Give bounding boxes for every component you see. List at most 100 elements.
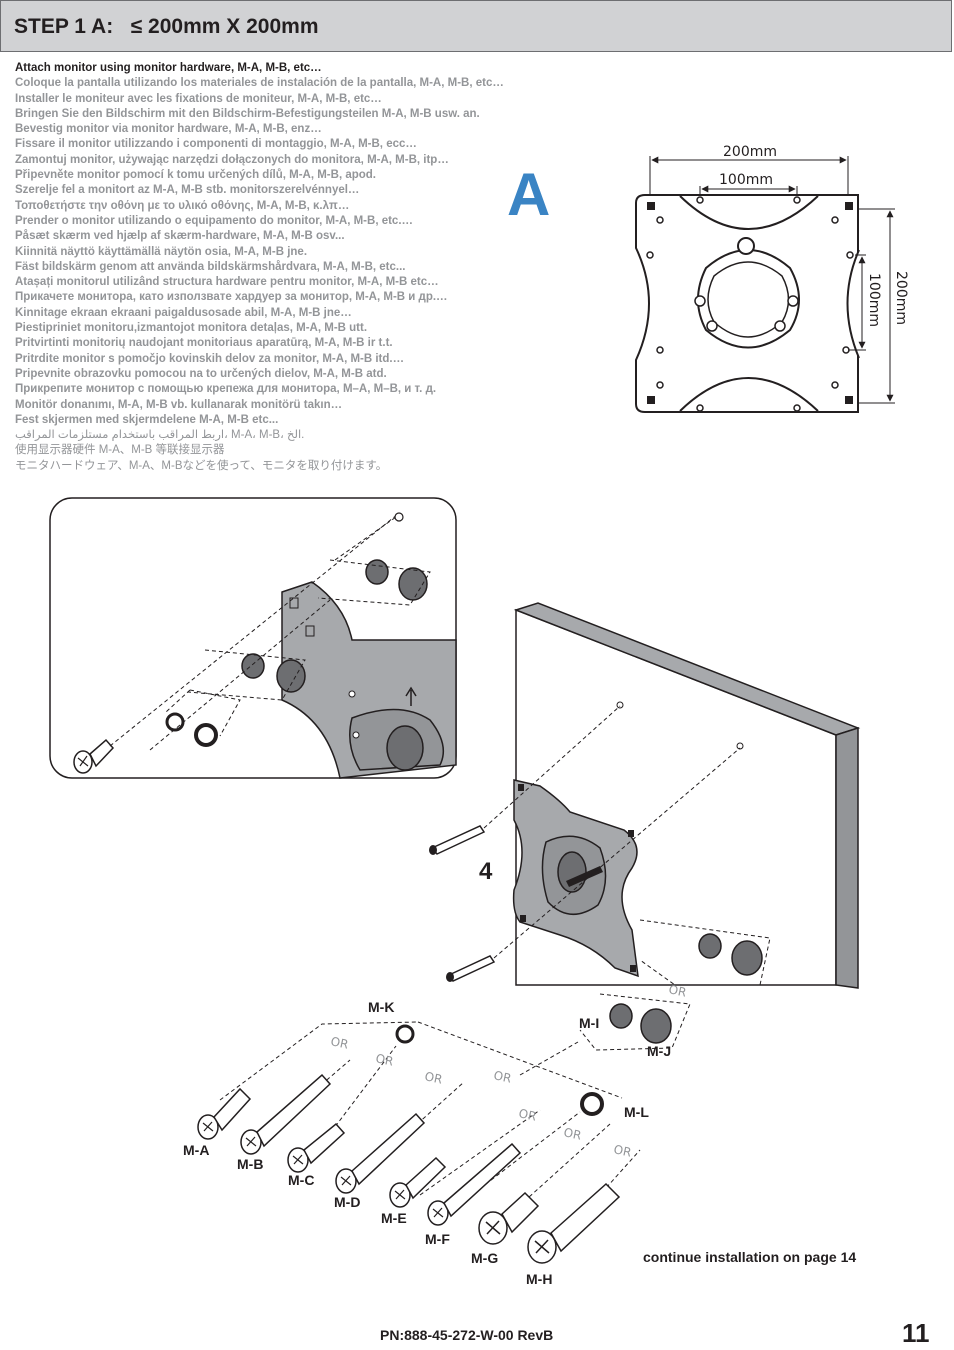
label-mi: M-I bbox=[579, 1015, 600, 1031]
continue-note: continue installation on page 14 bbox=[643, 1249, 857, 1265]
screw-mc bbox=[287, 1122, 346, 1173]
vesa-plate-diagram: 200mm 100mm 200mm 100mm bbox=[635, 144, 909, 413]
inset-washer bbox=[165, 712, 185, 732]
plate-small-holes bbox=[646, 196, 854, 412]
or-label: OR bbox=[423, 1069, 443, 1086]
plate-slot bbox=[845, 202, 853, 210]
plate-hole bbox=[787, 295, 799, 307]
label-mb: M-B bbox=[237, 1156, 264, 1172]
instruction-list: Attach monitor using monitor hardware, M… bbox=[15, 61, 575, 474]
inset-up-arrow bbox=[405, 686, 417, 706]
inset-small-hole bbox=[352, 731, 360, 739]
screw-mf bbox=[427, 1142, 522, 1226]
assembly-screw-head bbox=[429, 845, 437, 855]
step-number: 4 bbox=[479, 858, 493, 885]
instruction-line: Pritrdite monitor s pomočjo kovinskih de… bbox=[15, 352, 405, 365]
step-header: STEP 1 A: ≤ 200mm X 200mm bbox=[0, 0, 952, 52]
inset-screw bbox=[73, 738, 115, 774]
assembly-screw bbox=[566, 866, 603, 887]
inset-small-hole bbox=[348, 690, 356, 698]
plate-hole bbox=[774, 320, 786, 332]
mount-plate-slots bbox=[518, 784, 636, 972]
inset-spacers bbox=[241, 559, 428, 693]
instruction-line: Připevněte monitor pomocí k tomu určenýc… bbox=[15, 169, 376, 182]
step-title: STEP 1 A: ≤ 200mm X 200mm bbox=[14, 15, 319, 38]
option-letter: A bbox=[507, 161, 551, 228]
instruction-line: Pripevnite obrazovku pomocou na to určen… bbox=[15, 367, 387, 380]
assembly-screw-head bbox=[446, 972, 454, 982]
instruction-line: Bringen Sie den Bildschirm mit den Bilds… bbox=[15, 107, 480, 120]
instruction-line: Прикачете монитора, като използвате хард… bbox=[15, 291, 448, 304]
washer-ml bbox=[580, 1092, 604, 1116]
instruction-line: Attach monitor using monitor hardware, M… bbox=[15, 62, 322, 74]
assembly-guides bbox=[417, 705, 771, 1099]
plate-slot bbox=[647, 396, 655, 404]
inset-slot bbox=[289, 597, 299, 609]
instruction-line: Kinnitage ekraan ekraani paigaldusosade … bbox=[15, 306, 352, 319]
instruction-line: Kiinnitä näyttö käyttämällä näytön osia,… bbox=[15, 245, 308, 258]
page-number: 11 bbox=[902, 1318, 930, 1348]
or-label: OR bbox=[492, 1068, 512, 1085]
or-label: OR bbox=[562, 1125, 582, 1142]
label-mc: M-C bbox=[288, 1172, 315, 1188]
instruction-line: Pritvirtinti monitorių naudojant monitor… bbox=[15, 337, 393, 350]
plate-top-notch bbox=[679, 195, 819, 230]
outer-height-label: 200mm bbox=[893, 271, 909, 325]
monitor-hole bbox=[736, 742, 744, 750]
hardware-kit: OR OR OR OR OR OR OR OR bbox=[197, 982, 688, 1264]
inset-slot bbox=[305, 625, 315, 637]
instruction-line: Τοποθετήστε την οθόνη με το υλικό οθόνης… bbox=[15, 199, 350, 212]
instruction-line: Piestipriniet monitoru,izmantojot monito… bbox=[15, 322, 368, 335]
plate-slot bbox=[845, 396, 853, 404]
plate-center-hole bbox=[737, 237, 755, 255]
plate-hole bbox=[706, 320, 718, 332]
inset-hole-marker bbox=[394, 512, 404, 522]
washer-mk bbox=[395, 1024, 415, 1044]
or-label: OR bbox=[517, 1106, 537, 1123]
label-mf: M-F bbox=[425, 1231, 450, 1247]
inner-height-label: 100mm bbox=[866, 273, 882, 327]
instruction-line: Atașați monitorul utilizând structura ha… bbox=[15, 276, 439, 289]
label-mh: M-H bbox=[526, 1271, 553, 1287]
instruction-line: Прикрепите монитор с помощью крепежа для… bbox=[15, 383, 437, 396]
instruction-line: Bevestig monitor via monitor hardware, M… bbox=[15, 123, 322, 136]
instruction-line: Coloque la pantalla utilizando los mater… bbox=[15, 77, 504, 90]
instruction-line: 使用显示器硬件 M-A、M-B 等联接显示器 bbox=[15, 444, 225, 457]
inset-washer bbox=[194, 723, 218, 747]
plate-center-boss bbox=[697, 249, 800, 349]
plate-bottom-notch bbox=[679, 377, 819, 412]
assembly-screw bbox=[447, 955, 496, 982]
detail-inset bbox=[49, 497, 457, 779]
instruction-line: Fäst bildskärm genom att använda bildskä… bbox=[15, 260, 406, 273]
monitor-hole bbox=[616, 701, 624, 709]
screw-me bbox=[389, 1156, 447, 1208]
part-number: PN:888-45-272-W-00 RevB bbox=[380, 1327, 554, 1343]
label-mg: M-G bbox=[471, 1250, 499, 1266]
screw-md bbox=[335, 1112, 426, 1194]
instruction-line: Monitör donanımı, M-A, M-B vb. kullanara… bbox=[15, 398, 343, 411]
inset-guides bbox=[109, 513, 431, 751]
mount-plate-hole bbox=[557, 851, 587, 893]
instruction-line: Prender o monitor utilizando o equipamen… bbox=[15, 214, 414, 227]
instruction-line: Szerelje fel a monitort az M-A, M-B stb.… bbox=[15, 184, 360, 197]
label-mj: M-J bbox=[647, 1043, 672, 1059]
plate-hole bbox=[694, 295, 706, 307]
label-mk: M-K bbox=[368, 999, 395, 1015]
instruction-line: اربط المراقب باستخدام مستلزمات المراقب، … bbox=[15, 429, 305, 442]
screw-mg bbox=[478, 1191, 540, 1245]
screw-ma bbox=[197, 1087, 252, 1140]
monitor-side-edge bbox=[835, 726, 859, 989]
plate-slot bbox=[647, 202, 655, 210]
assembly-screw bbox=[430, 825, 486, 855]
screw-mh bbox=[527, 1182, 621, 1264]
label-me: M-E bbox=[381, 1210, 407, 1226]
plate-right-notch bbox=[846, 249, 860, 359]
instruction-line: Installer le moniteur avec les fixations… bbox=[15, 92, 382, 105]
or-label: OR bbox=[329, 1034, 349, 1051]
inset-plate-hole bbox=[386, 725, 424, 771]
plate-outline bbox=[635, 194, 859, 413]
instruction-line: Fest skjermen med skjermdelene M-A, M-B … bbox=[15, 413, 279, 426]
assembly-spacers bbox=[609, 933, 763, 1044]
instruction-line: Påsæt skærm ved hjælp af skærm-hardware,… bbox=[15, 230, 345, 243]
label-md: M-D bbox=[334, 1194, 361, 1210]
